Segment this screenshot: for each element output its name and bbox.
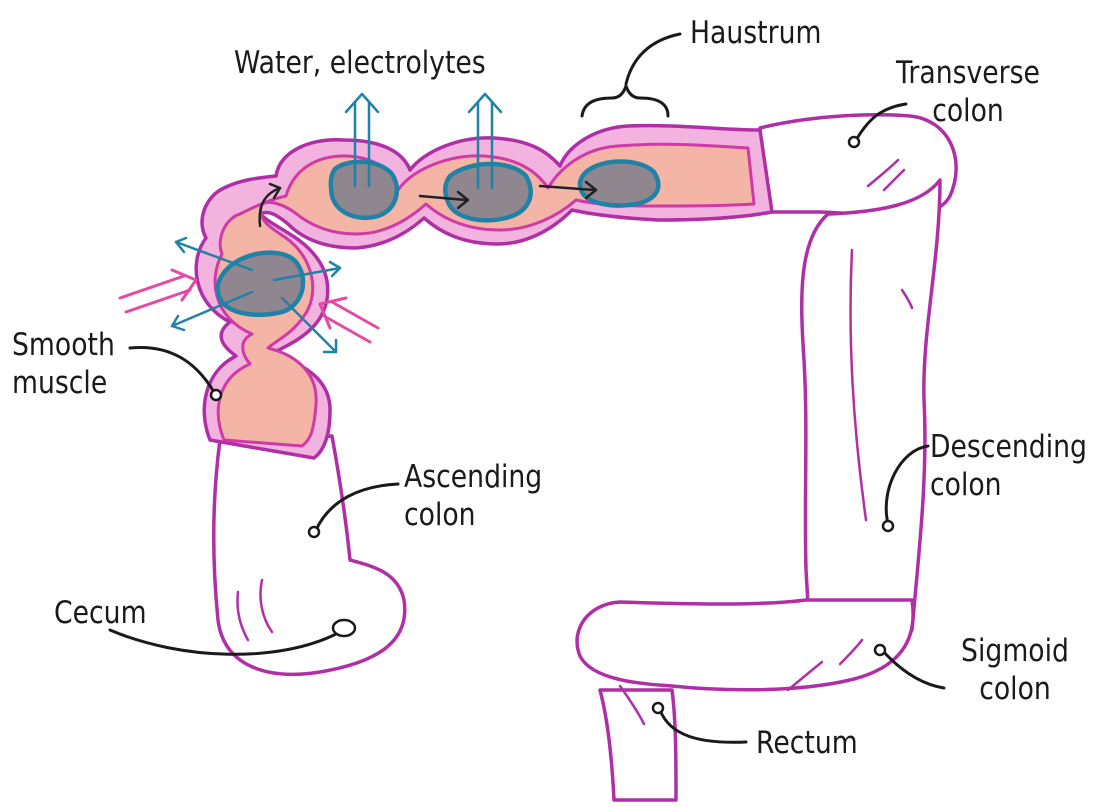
- ascending-pin: [309, 527, 319, 537]
- ascending-colon: [214, 436, 405, 674]
- fecal-mass: [580, 162, 658, 206]
- rectum-label: Rectum: [756, 724, 858, 762]
- descending-colon: [802, 180, 940, 630]
- sigmoid-colon-label: Sigmoid colon: [951, 632, 1080, 708]
- water-electrolytes-label: Water, electrolytes: [234, 44, 486, 82]
- descending-colon-label: Descending colon: [930, 428, 1087, 504]
- cecum-pin: [333, 620, 355, 636]
- haustrum-leader: [626, 34, 680, 84]
- sigmoid-colon: [577, 600, 913, 690]
- smooth-muscle-label: Smooth muscle: [12, 326, 115, 402]
- ascending-colon-label: Ascending colon: [404, 458, 542, 534]
- sigmoid-pin: [875, 645, 885, 655]
- rectum-pin: [653, 703, 663, 713]
- descending-pin: [883, 521, 893, 531]
- haustrum-brace: [582, 86, 668, 116]
- rectum: [600, 690, 676, 800]
- haustrum-label: Haustrum: [690, 14, 821, 52]
- transverse-pin: [849, 137, 859, 147]
- cecum-label: Cecum: [54, 594, 147, 632]
- fecal-mass: [331, 162, 397, 218]
- smooth-muscle-pin: [211, 390, 221, 400]
- smooth-muscle-leader: [130, 347, 214, 392]
- transverse-colon-label: Transverse colon: [882, 54, 1054, 130]
